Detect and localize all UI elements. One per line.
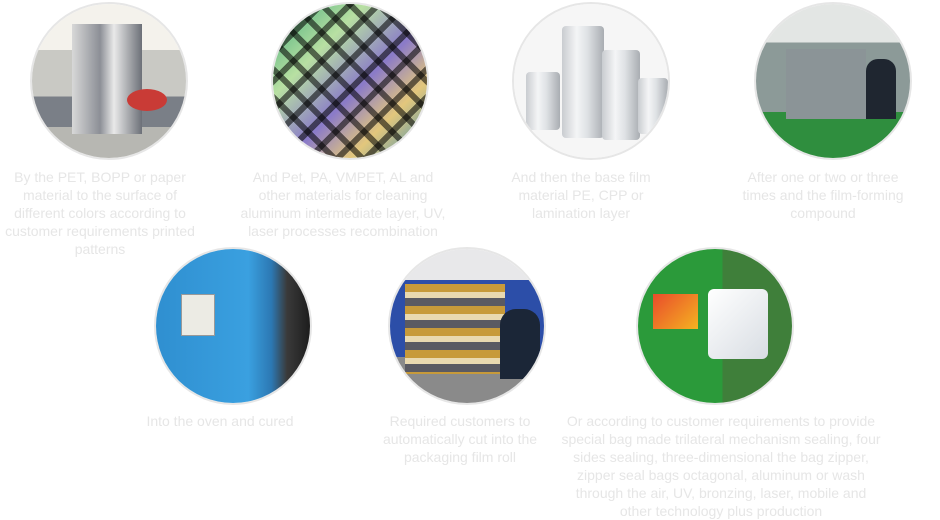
printing-machine-image — [30, 2, 188, 160]
packaging-bags-image — [636, 247, 794, 405]
film-rolls-image — [512, 2, 670, 160]
step-caption: By the PET, BOPP or paper material to th… — [5, 169, 195, 257]
curing-oven-image — [154, 247, 312, 405]
slitting-machine-image — [388, 247, 546, 405]
step-caption: And then the base film material PE, CPP … — [511, 169, 651, 221]
step-caption: And Pet, PA, VMPET, AL and other materia… — [240, 169, 446, 239]
step-caption: After one or two or three times and the … — [742, 169, 904, 221]
laminating-machine-image — [754, 2, 912, 160]
step-caption: Required customers to automatically cut … — [382, 413, 538, 465]
step-caption: Or according to customer requirements to… — [561, 413, 881, 519]
holographic-film-image — [271, 2, 429, 160]
step-caption: Into the oven and cured — [146, 413, 294, 429]
